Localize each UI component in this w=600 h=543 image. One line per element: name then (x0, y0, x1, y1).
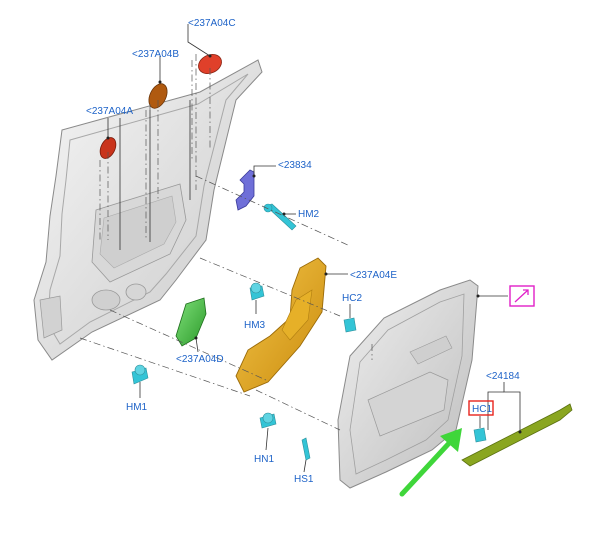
pad-assembly-lines (99, 54, 211, 240)
callout-HC2: HC2 (342, 293, 362, 304)
callout-24184: <24184 (486, 371, 520, 382)
clip-HM1 (131, 364, 149, 385)
callout-237A04A: <237A04A (86, 106, 133, 117)
pointer-arrow-icon (514, 289, 529, 303)
callout-HC1-highlight: HC1 (468, 400, 494, 416)
screw-HS1 (301, 437, 311, 461)
callout-arrow-icon (399, 428, 462, 497)
armrest-pad-237A04E (235, 257, 327, 393)
strip-24184 (461, 403, 573, 467)
pad-237A04D (175, 297, 207, 347)
callout-23834: <23834 (278, 160, 312, 171)
clip-HN1 (259, 412, 277, 429)
callout-237A04C: <237A04C (188, 18, 236, 29)
bracket-23834 (235, 169, 255, 211)
door-trim-panel (337, 279, 479, 489)
clip-HM2 (263, 203, 297, 231)
callout-237A04E: <237A04E (350, 270, 397, 281)
leader-lines (106, 24, 522, 473)
clip-HC2 (343, 317, 357, 333)
callout-HM2: HM2 (298, 209, 320, 220)
pad-237A04A (99, 137, 117, 159)
callout-HM1: HM1 (126, 402, 148, 413)
clip-HM3 (249, 282, 265, 301)
callout-237A04B: <237A04B (132, 49, 179, 60)
pad-237A04C (198, 53, 222, 75)
alignment-lines (79, 175, 373, 431)
pointer-box (509, 285, 535, 307)
door-inner-frame (33, 59, 263, 361)
callout-HM3: HM3 (244, 320, 266, 331)
callout-HC1: HC1 (472, 404, 492, 415)
callout-HS1: HS1 (294, 474, 314, 485)
pad-237A04B (148, 83, 168, 109)
clip-HC1 (473, 427, 487, 443)
callout-237A04D: <237A04D (176, 354, 224, 365)
callout-HN1: HN1 (254, 454, 274, 465)
